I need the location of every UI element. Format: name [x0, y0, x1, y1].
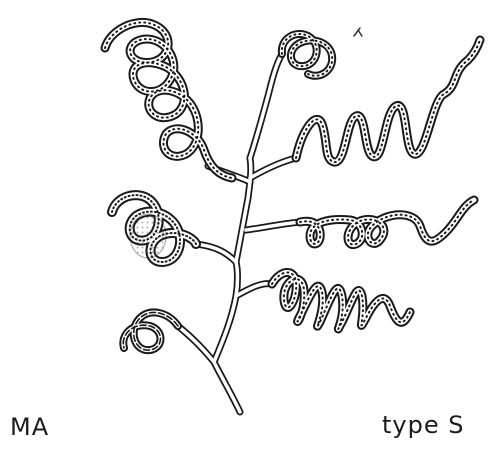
wave-middle-right [300, 200, 474, 245]
coil-middle-left [112, 195, 196, 262]
spiral-lower-right [272, 272, 410, 328]
label-type-s: type S [382, 413, 464, 437]
coil-top-left [105, 22, 232, 178]
coil-bottom-left [123, 312, 178, 350]
coil-top-center [282, 28, 362, 76]
label-ma: MA [10, 415, 49, 439]
wave-top-right [296, 40, 480, 162]
